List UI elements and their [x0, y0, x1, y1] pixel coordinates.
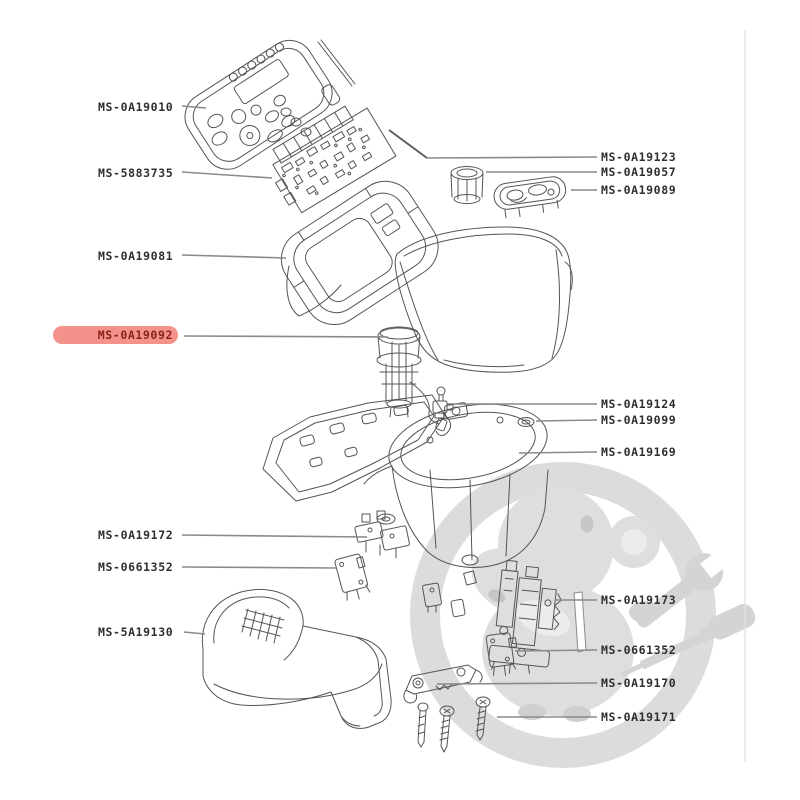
leader-ms-0a19172 — [181, 534, 368, 538]
part-label-ms-0a19081[interactable]: MS-0A19081 — [98, 249, 174, 263]
small-valve-art — [432, 386, 454, 436]
part-label-ms-0a19124[interactable]: MS-0A19124 — [601, 397, 677, 411]
part-label-ms-0a19057[interactable]: MS-0A19057 — [601, 165, 677, 179]
leader-ms-0a19081 — [181, 254, 287, 259]
main-body-art — [394, 226, 573, 373]
leader-ms-0a19123 — [426, 156, 598, 159]
leader-ms-0661352-left — [181, 566, 337, 569]
microswitch-right-art — [485, 632, 518, 676]
screwdriver-icon — [620, 604, 756, 677]
mouse-eye — [580, 515, 594, 533]
button-cap-art — [280, 107, 292, 117]
o-ring-art — [517, 417, 535, 427]
part-label-ms-0a19173[interactable]: MS-0A19173 — [601, 593, 677, 607]
leader-ms-0a19169 — [518, 451, 598, 454]
leader-ms-0661352-right — [514, 649, 598, 652]
bracket-art — [354, 510, 410, 559]
panel-rod-art — [317, 39, 356, 87]
part-label-ms-0a19171[interactable]: MS-0A19171 — [601, 710, 677, 724]
base-cover-art — [201, 589, 392, 730]
leader-ms-0a19010 — [181, 105, 207, 109]
part-label-ms-5a19130[interactable]: MS-5A19130 — [98, 625, 174, 639]
leader-ms-5a19130 — [183, 631, 206, 635]
leader-lines — [181, 105, 598, 718]
top-housing-art — [280, 180, 439, 326]
valve-art — [376, 326, 448, 432]
part-label-ms-0a19010[interactable]: MS-0A19010 — [98, 100, 174, 114]
part-label-ms-0661352-left[interactable]: MS-0661352 — [98, 560, 174, 574]
leader-ms-0a19170 — [436, 682, 598, 685]
part-label-ms-0a19099[interactable]: MS-0A19099 — [601, 413, 677, 427]
part-label-ms-0a19123[interactable]: MS-0A19123 — [601, 150, 677, 164]
lever-art — [403, 664, 483, 704]
part-label-ms-0a19089[interactable]: MS-0A19089 — [601, 183, 677, 197]
part-label-ms-5883735[interactable]: MS-5883735 — [98, 166, 174, 180]
part-label-ms-0a19170[interactable]: MS-0A19170 — [601, 676, 677, 690]
part-label-ms-0a19169[interactable]: MS-0A19169 — [601, 445, 677, 459]
wrench-icon — [636, 550, 729, 628]
support-disc-art — [493, 176, 567, 219]
part-label-ms-0661352-right[interactable]: MS-0661352 — [601, 643, 677, 657]
watermark-mouse-logo — [410, 30, 756, 768]
leader-ms-0a19123-diagonal — [388, 129, 428, 159]
middle-housing-art — [262, 394, 549, 568]
part-label-ms-0a19092-highlighted[interactable]: MS-0A19092 — [53, 326, 178, 344]
control-panel-art — [184, 39, 341, 170]
leader-ms-0a19099 — [535, 419, 598, 422]
part-label-ms-0a19172[interactable]: MS-0A19172 — [98, 528, 174, 542]
leader-ms-0a19092 — [183, 335, 389, 338]
microswitch-left-art — [334, 553, 371, 601]
pcb-art — [272, 105, 397, 214]
leader-ms-5883735 — [181, 171, 273, 179]
screws-art — [417, 696, 491, 753]
coupling-cup-art — [450, 166, 484, 204]
